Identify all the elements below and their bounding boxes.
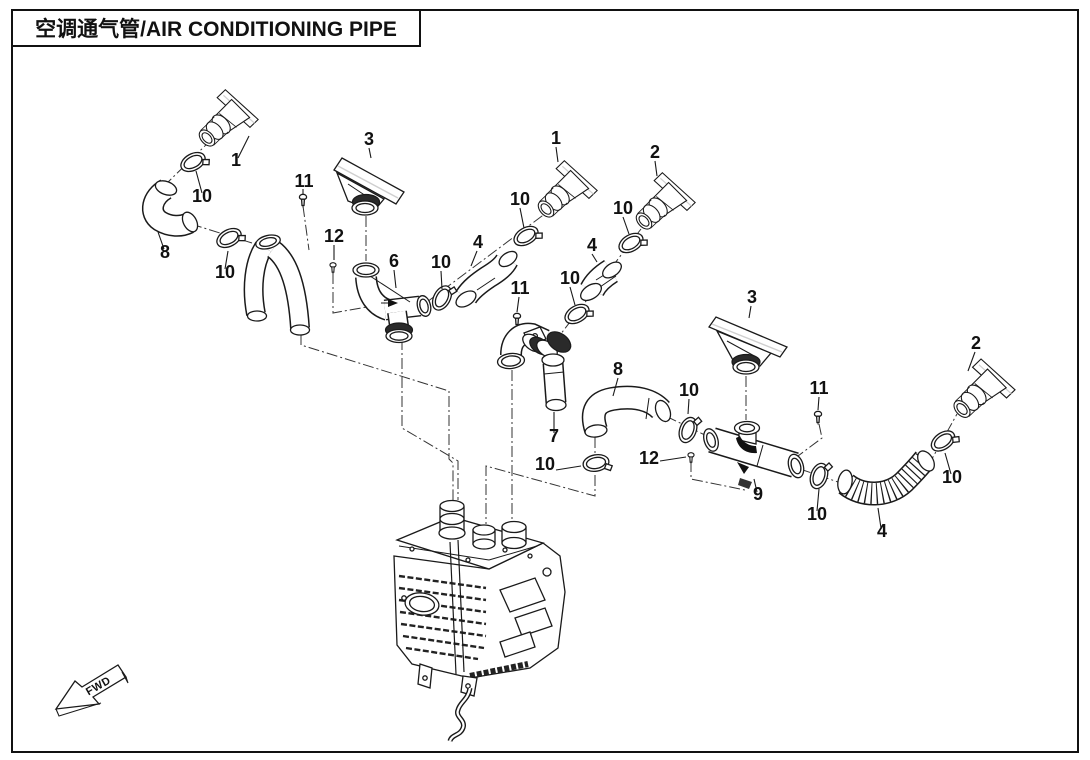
- callout-10c: 10: [431, 252, 451, 272]
- hvac-unit: [393, 499, 566, 743]
- part-8-hose-center: [581, 385, 672, 438]
- callout-10g: 10: [535, 454, 555, 474]
- hvac-port-3: [501, 520, 527, 550]
- part-1-vent-mid: [534, 160, 598, 221]
- part-4-hose-corrugated: [837, 450, 935, 506]
- callout-11b: 11: [510, 278, 529, 298]
- callout-10b: 10: [215, 262, 235, 282]
- callout-4a: 4: [473, 232, 483, 252]
- part-7-elbow-assembly: [496, 322, 572, 412]
- callout-11a: 11: [294, 171, 313, 191]
- part-2-vent-mid: [632, 172, 696, 233]
- callout-7: 7: [549, 426, 559, 446]
- fwd-direction-arrow: FWD: [54, 664, 129, 717]
- callout-6: 6: [389, 251, 399, 271]
- part-6-y-pipe: [352, 262, 432, 344]
- callout-10e: 10: [613, 198, 633, 218]
- callout-leader-lines: [157, 135, 976, 529]
- callout-8b: 8: [613, 359, 623, 379]
- part-8-hose-left: [141, 179, 199, 237]
- callout-2b: 2: [971, 333, 981, 353]
- page-border: [11, 9, 1079, 753]
- callout-1a: 1: [231, 150, 241, 170]
- callout-9: 9: [753, 484, 763, 504]
- callout-10h: 10: [679, 380, 699, 400]
- part-2-vent-right: [950, 358, 1016, 422]
- callout-4b: 4: [587, 235, 597, 255]
- callout-2a: 2: [650, 142, 660, 162]
- part-5-vent-pipe: [243, 234, 311, 336]
- callout-labels: 1 10 8 10 11 12 3 6 10 4 10 1 2 10 4 10 …: [160, 128, 981, 541]
- callout-10d: 10: [510, 189, 530, 209]
- callout-12a: 12: [324, 226, 344, 246]
- part-11-screw: [298, 193, 308, 209]
- part-10-clamp: [428, 279, 459, 315]
- part-9-t-pipe: [703, 420, 805, 489]
- callout-10i: 10: [807, 504, 827, 524]
- part-10-clamp: [213, 222, 248, 254]
- part-10-clamp: [177, 146, 212, 178]
- part-4-hose-b: [580, 259, 622, 302]
- part-10-clamp: [675, 411, 704, 447]
- part-10-clamp: [614, 227, 651, 259]
- part-10-clamp: [806, 458, 834, 493]
- callout-4c: 4: [877, 521, 887, 541]
- part-3-louver-vent-left: [333, 157, 405, 216]
- callout-11c: 11: [809, 378, 828, 398]
- hvac-port-1: [438, 499, 466, 540]
- part-10-clamp: [926, 424, 963, 458]
- part-12-screw: [329, 262, 337, 275]
- title-box: [11, 9, 421, 47]
- callout-10f: 10: [560, 268, 580, 288]
- part-12-screw: [687, 452, 695, 465]
- part-11-screw: [813, 410, 823, 426]
- callout-3a: 3: [364, 129, 374, 149]
- part-1-vent-left: [195, 89, 259, 150]
- part-4-hose-a: [455, 250, 518, 308]
- part-10-clamp: [560, 298, 597, 330]
- page-title: 空调通气管/AIR CONDITIONING PIPE: [35, 17, 397, 41]
- part-3-louver-vent-right: [708, 316, 788, 375]
- callout-12b: 12: [639, 448, 659, 468]
- callout-3b: 3: [747, 287, 757, 307]
- callout-8a: 8: [160, 242, 170, 262]
- callout-1b: 1: [551, 128, 561, 148]
- part-10-clamp: [581, 451, 614, 476]
- hvac-port-2: [472, 524, 496, 550]
- callout-10a: 10: [192, 186, 212, 206]
- callout-10j: 10: [942, 467, 962, 487]
- part-10-clamp: [509, 220, 546, 252]
